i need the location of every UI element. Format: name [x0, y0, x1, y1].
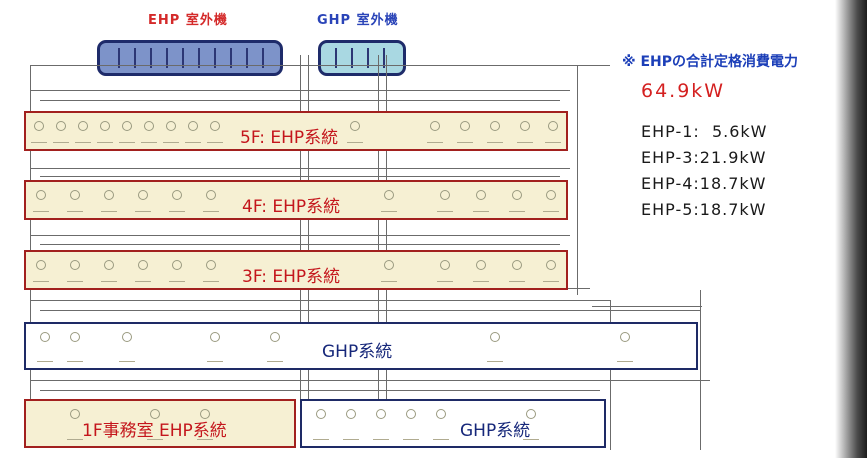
- floor-3f-ehp: 3F: EHP系統: [24, 250, 568, 290]
- ehp-breakdown-row: EHP-1: 5.6kW: [641, 122, 768, 141]
- ehp-breakdown-list: EHP-1: 5.6kW EHP-3:21.9kW EHP-4:18.7kW E…: [641, 122, 767, 226]
- floor-4f-label: 4F: EHP系統: [242, 197, 341, 217]
- ehp-breakdown-row: EHP-4:18.7kW: [641, 174, 767, 193]
- floor-1f-label: 1F事務室 EHP系統: [82, 421, 227, 441]
- floor-1f-ghp-label: GHP系統: [460, 421, 531, 441]
- total-power-title: ※ EHPの合計定格消費電力: [622, 54, 799, 70]
- floor-3f-label: 3F: EHP系統: [242, 267, 341, 287]
- total-power-value: 64.9kW: [641, 80, 726, 102]
- floor-2f-ghp: GHP系統: [24, 322, 698, 370]
- page-edge-shadow: [835, 0, 867, 458]
- floor-1f-ghp: GHP系統: [300, 399, 606, 448]
- ehp-breakdown-row: EHP-3:21.9kW: [641, 148, 767, 167]
- floor-5f-label: 5F: EHP系統: [240, 128, 339, 148]
- floor-1f-office-ehp: 1F事務室 EHP系統: [24, 399, 296, 448]
- floor-2f-label: GHP系統: [322, 342, 393, 362]
- ehp-breakdown-row: EHP-5:18.7kW: [641, 200, 767, 219]
- floor-4f-ehp: 4F: EHP系統: [24, 180, 568, 220]
- ghp-outdoor-unit: [318, 40, 406, 76]
- floor-5f-ehp: 5F: EHP系統: [24, 111, 568, 151]
- ehp-outdoor-label: EHP 室外機: [148, 13, 228, 28]
- ghp-outdoor-label: GHP 室外機: [317, 13, 399, 28]
- ehp-outdoor-unit: [97, 40, 283, 76]
